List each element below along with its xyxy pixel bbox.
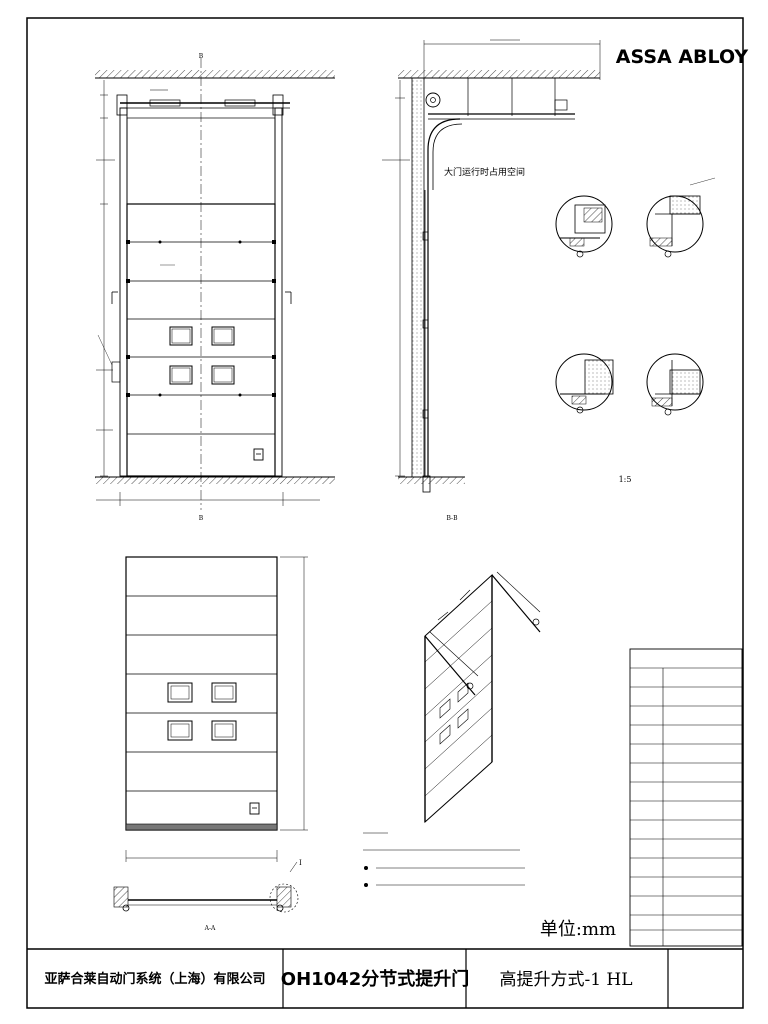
plan-detail-mark: I	[299, 859, 302, 867]
detail-scale: 1:5	[619, 475, 632, 484]
space-note: 大门运行时占用空间	[444, 166, 525, 178]
section-mark-bottom: B	[199, 515, 204, 522]
variant-name: 高提升方式-1 HL	[499, 970, 632, 990]
detail-bottom-left	[555, 353, 614, 414]
front-elevation: B B	[95, 53, 335, 522]
spec-table	[629, 648, 743, 947]
unit-label: 单位:mm	[540, 919, 616, 940]
detail-top-left	[555, 195, 613, 258]
product-name: OH1042分节式提升门	[281, 968, 469, 990]
section-label-aa: A-A	[204, 925, 216, 932]
detail-top-right	[646, 177, 716, 258]
notes-block	[363, 832, 525, 887]
plan-elevation: I A-A	[113, 556, 308, 932]
title-block: 亚萨合莱自动门系统（上海）有限公司 OH1042分节式提升门 高提升方式-1 H…	[27, 948, 743, 1008]
company-name: 亚萨合莱自动门系统（上海）有限公司	[44, 971, 265, 987]
detail-bottom-right	[646, 353, 704, 416]
sheet-border	[26, 17, 744, 1009]
assa-abloy-logo: ASSA ABLOY	[616, 46, 749, 68]
section-label-bb: B-B	[447, 515, 459, 522]
side-section: 大门运行时占用空间 B-B	[382, 39, 601, 522]
isometric-view	[424, 571, 541, 824]
section-mark-top: B	[199, 53, 204, 60]
